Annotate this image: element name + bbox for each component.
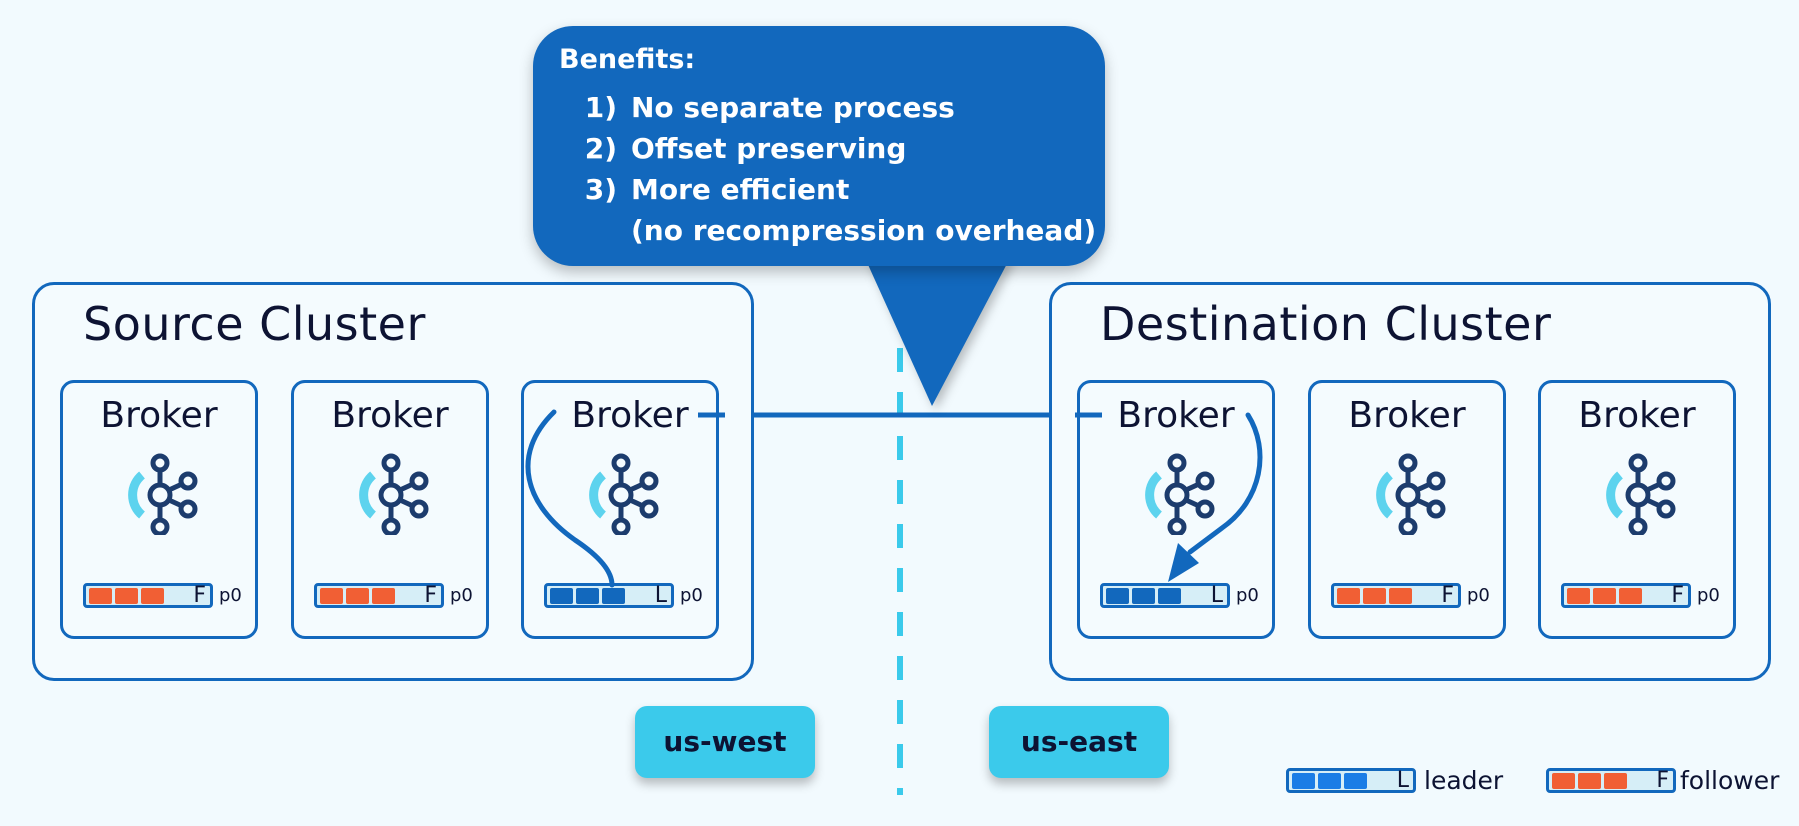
log-segment [1389,588,1412,604]
partition-label: p0 [1697,585,1720,606]
log-segment [1344,773,1367,789]
source-broker-1[interactable]: Broker F p0 [60,380,258,639]
log-segment [1567,588,1590,604]
log-segment [1552,773,1575,789]
region-badge-east: us-east [989,706,1169,778]
broker-label: Broker [571,395,689,436]
kafka-icon [1145,453,1215,535]
broker-label: Broker [1578,395,1696,436]
log-segment [550,588,573,604]
broker-label: Broker [1117,395,1235,436]
benefit-item: 1)No separate process [584,91,955,124]
log-segment [1158,588,1181,604]
kafka-icon [359,453,429,535]
legend-label: leader [1424,766,1504,795]
partition-label: p0 [219,585,242,606]
kafka-icon [128,453,198,535]
partition-label: p0 [450,585,473,606]
benefit-item: 3)More efficient [584,173,850,206]
kafka-icon [1606,453,1676,535]
partition-label: p0 [680,585,703,606]
role-tag: F [424,583,437,608]
source-cluster-title: Source Cluster [83,297,426,351]
log-segment [1363,588,1386,604]
role-tag: L [654,583,667,608]
source-broker-2[interactable]: Broker F p0 [291,380,489,639]
kafka-icon [589,453,659,535]
callout-pointer [865,258,1010,406]
role-tag: F [1671,583,1684,608]
broker-label: Broker [100,395,218,436]
benefit-item-note: (no recompression overhead) [631,214,1097,247]
log-segment [1578,773,1601,789]
log-segment [320,588,343,604]
role-tag: L [1210,583,1223,608]
benefit-item: 2)Offset preserving [584,132,907,165]
broker-label: Broker [331,395,449,436]
partition-label: p0 [1236,585,1259,606]
log-segment [1106,588,1129,604]
partition-log-leader: L [544,583,674,608]
partition-log-follower: F [83,583,213,608]
log-segment [1337,588,1360,604]
partition-log-follower: F [314,583,444,608]
partition-label: p0 [1467,585,1490,606]
legend-log-leader: L [1286,768,1416,793]
log-segment [1132,588,1155,604]
role-tag: F [1441,583,1454,608]
legend-follower: F follower [1546,766,1796,798]
destination-broker-1[interactable]: Broker L p0 [1077,380,1275,639]
legend-log-follower: F [1546,768,1676,793]
log-segment [1593,588,1616,604]
log-segment [602,588,625,604]
partition-log-leader: L [1100,583,1230,608]
partition-log-follower: F [1561,583,1691,608]
legend-label: follower [1680,766,1780,795]
broker-label: Broker [1348,395,1466,436]
region-badge-west: us-west [635,706,815,778]
log-segment [1292,773,1315,789]
role-tag: F [1656,768,1669,793]
role-tag: F [193,583,206,608]
role-tag: L [1396,768,1409,793]
destination-broker-3[interactable]: Broker F p0 [1538,380,1736,639]
log-segment [346,588,369,604]
log-segment [372,588,395,604]
log-segment [141,588,164,604]
benefits-callout: Benefits: 1)No separate process 2)Offset… [533,26,1105,266]
log-segment [576,588,599,604]
log-segment [1619,588,1642,604]
kafka-icon [1376,453,1446,535]
log-segment [1604,773,1627,789]
log-segment [89,588,112,604]
log-segment [1318,773,1341,789]
destination-cluster-title: Destination Cluster [1100,297,1552,351]
partition-log-follower: F [1331,583,1461,608]
legend-leader: L leader [1286,766,1503,798]
destination-broker-2[interactable]: Broker F p0 [1308,380,1506,639]
callout-title: Benefits: [559,44,696,75]
source-broker-3[interactable]: Broker L p0 [521,380,719,639]
log-segment [115,588,138,604]
